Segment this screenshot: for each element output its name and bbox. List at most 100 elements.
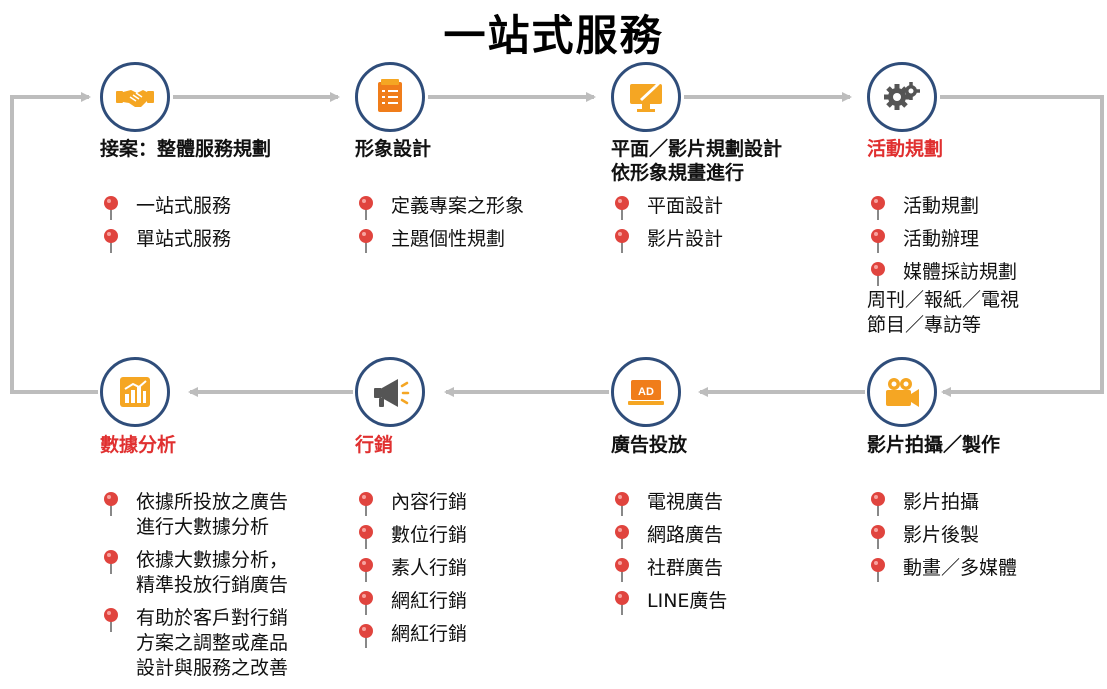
list-item: 影片後製: [867, 523, 1017, 549]
list-item: 社群廣告: [611, 556, 727, 582]
stage-5-items: 影片拍攝 影片後製 動畫／多媒體: [867, 490, 1017, 589]
stage-4-items: 活動規劃 活動辦理 媒體採訪規劃: [867, 194, 1017, 293]
stage-3-title: 平面／影片規劃設計依形象規畫進行: [611, 137, 782, 185]
item-line: LINE廣告: [647, 590, 728, 612]
arrow-4-5: [940, 95, 1104, 397]
item-line: 素人行銷: [391, 557, 468, 579]
pin-icon: [871, 262, 885, 286]
list-item: 定義專案之形象: [355, 194, 525, 220]
item-line: 活動規劃: [903, 195, 980, 217]
svg-text:AD: AD: [638, 386, 654, 398]
title-line: 平面／影片規劃設計: [611, 138, 783, 160]
pin-icon: [871, 492, 885, 516]
list-item: 活動辦理: [867, 227, 1017, 253]
pin-icon: [615, 591, 629, 615]
list-item: 依據所投放之廣告進行大數據分析: [100, 490, 288, 540]
item-line: 動畫／多媒體: [903, 557, 1018, 579]
item-line: 進行大數據分析: [136, 516, 270, 538]
item-line: 影片設計: [647, 228, 724, 250]
item-line: 數位行銷: [391, 524, 468, 546]
item-line: 定義專案之形象: [391, 195, 525, 217]
item-line: 社群廣告: [647, 557, 724, 579]
pin-icon: [615, 229, 629, 253]
stage-5-title: 影片拍攝／製作: [867, 433, 1000, 457]
note-line: 周刊／報紙／電視: [867, 289, 1020, 311]
stage-6-items: 電視廣告 網路廣告 社群廣告 LINE廣告: [611, 490, 727, 622]
list-item: 影片拍攝: [867, 490, 1017, 516]
list-item: 素人行銷: [355, 556, 468, 582]
stage-4-note: 周刊／報紙／電視節目／專訪等: [867, 288, 1019, 338]
item-line: 網紅行銷: [391, 590, 468, 612]
pin-icon: [359, 624, 373, 648]
list-item: 依據大數據分析， 精準投放行銷廣告: [100, 548, 288, 598]
list-item: 平面設計: [611, 194, 724, 220]
item-line: 精準投放行銷廣告: [136, 574, 289, 596]
checklist-icon: [355, 62, 425, 132]
stage-2-title: 形象設計: [355, 137, 431, 161]
stage-6-title: 廣告投放: [611, 433, 687, 457]
monitor-design-icon: [611, 62, 681, 132]
list-item: 內容行銷: [355, 490, 468, 516]
title-line: 影片拍攝／製作: [867, 434, 1001, 456]
pin-icon: [359, 196, 373, 220]
title-line: 數據分析: [100, 434, 177, 456]
pin-icon: [104, 550, 118, 574]
pin-icon: [615, 525, 629, 549]
list-item: 數位行銷: [355, 523, 468, 549]
item-line: 影片後製: [903, 524, 980, 546]
list-item: 影片設計: [611, 227, 724, 253]
item-line: 影片拍攝: [903, 491, 980, 513]
list-item: 活動規劃: [867, 194, 1017, 220]
pin-icon: [615, 196, 629, 220]
stage-3-items: 平面設計 影片設計: [611, 194, 723, 260]
pin-icon: [871, 558, 885, 582]
pin-icon: [615, 492, 629, 516]
title-line: 廣告投放: [611, 434, 688, 456]
pin-icon: [871, 196, 885, 220]
item-line: 平面設計: [647, 195, 724, 217]
stage-2-items: 定義專案之形象 主題個性規劃: [355, 194, 524, 260]
item-line: 媒體採訪規劃: [903, 261, 1018, 283]
item-line: 有助於客戶對行銷: [136, 607, 289, 629]
title-line: 接案：整體服務規劃: [100, 138, 272, 160]
pin-icon: [359, 558, 373, 582]
stage-7-title: 行銷: [355, 433, 393, 457]
item-line: 依據所投放之廣告: [136, 491, 289, 513]
item-line: 依據大數據分析，: [136, 549, 289, 571]
item-line: 電視廣告: [647, 491, 724, 513]
pin-icon: [615, 558, 629, 582]
pin-icon: [104, 196, 118, 220]
item-line: 主題個性規劃: [391, 228, 506, 250]
item-line: 活動辦理: [903, 228, 980, 250]
stage-4-title: 活動規劃: [867, 137, 943, 161]
list-item: 有助於客戶對行銷方案之調整或產品設計與服務之改善: [100, 606, 288, 681]
list-item: 單站式服務: [100, 227, 232, 253]
arrow-8-1: [10, 92, 98, 394]
list-item: 電視廣告: [611, 490, 727, 516]
title-line: 依形象規畫進行: [611, 162, 745, 184]
bar-chart-icon: [100, 357, 170, 427]
megaphone-icon: [355, 357, 425, 427]
ad-screen-icon: AD: [611, 357, 681, 427]
item-line: 方案之調整或產品: [136, 632, 289, 654]
pin-icon: [104, 229, 118, 253]
pin-icon: [359, 229, 373, 253]
item-line: 單站式服務: [136, 228, 232, 250]
video-camera-icon: [867, 357, 937, 427]
pin-icon: [359, 525, 373, 549]
pin-icon: [104, 608, 118, 632]
stage-8-items: 依據所投放之廣告進行大數據分析 依據大數據分析， 精準投放行銷廣告 有助於客戶對行…: [100, 490, 288, 689]
note-line: 節目／專訪等: [867, 314, 982, 336]
list-item: 動畫／多媒體: [867, 556, 1018, 582]
list-item: 主題個性規劃: [355, 227, 524, 253]
stage-1-items: 一站式服務 單站式服務: [100, 194, 231, 260]
stage-1-title: 接案：整體服務規劃: [100, 137, 271, 161]
stage-7-items: 內容行銷 數位行銷 素人行銷 網紅行銷 網紅行銷: [355, 490, 467, 655]
list-item: LINE廣告: [611, 589, 728, 615]
title-line: 行銷: [355, 434, 394, 456]
item-line: 內容行銷: [391, 491, 468, 513]
pin-icon: [104, 492, 118, 516]
stage-8-title: 數據分析: [100, 433, 176, 457]
